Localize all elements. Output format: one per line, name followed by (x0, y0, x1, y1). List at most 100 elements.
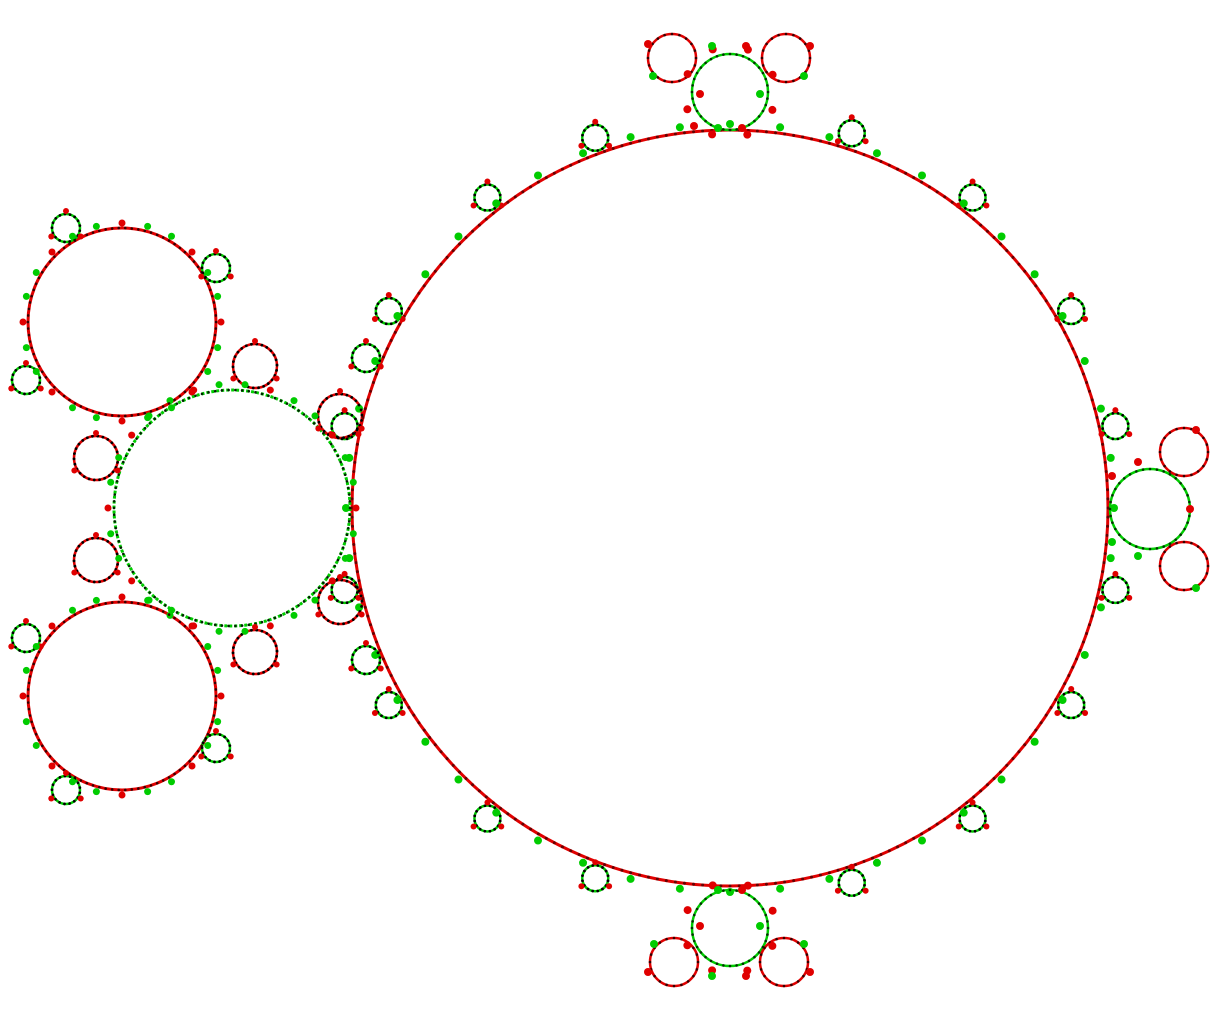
lm-bud-right-top-edge-dot (317, 410, 320, 414)
main-bud-11-edge-dot (586, 866, 590, 869)
bottom-bulb-edge-dot (757, 951, 761, 954)
left-middle-edge-dot (267, 394, 270, 398)
main-circle-edge-dot (464, 776, 468, 780)
left-top-edge-dot (40, 370, 44, 374)
main-bud-9-edge-dot (973, 804, 977, 808)
main-circle-edge-dot (1005, 763, 1009, 767)
main-circle-edge-dot (389, 674, 393, 678)
bottom-bulb-edge-dot (709, 959, 713, 963)
left-middle-edge-dot (117, 473, 121, 477)
lm-bud-right-bottom-knob (358, 611, 365, 618)
main-bud-2-edge-dot (591, 149, 595, 152)
main-bud-8-edge-dot (1072, 690, 1076, 694)
lm-bud-left-top-edge-dot (111, 470, 115, 474)
bottom-bulb-edge-dot (692, 939, 696, 943)
main-circle-edge-dot (1049, 705, 1053, 709)
main-circle-edge-dot (638, 139, 642, 143)
main-bud-8-edge-dot (1062, 714, 1066, 718)
main-bud-10-knob (862, 887, 869, 894)
lm-bud-bottom-knob (252, 624, 258, 630)
bottom-bulb-knob (708, 881, 717, 890)
left-top-edge-dot (214, 327, 218, 330)
lb-bud-right-knob (227, 753, 234, 760)
bottom-bulb-edge-dot (728, 888, 732, 892)
main-circle-edge-dot (912, 836, 916, 840)
left-middle-edge-dot (240, 389, 244, 392)
lt-bud-right-knob (227, 273, 234, 280)
main-circle-edge-dot (552, 841, 556, 845)
main-bud-7-knob (1112, 570, 1119, 577)
main-circle-edge-dot (560, 167, 564, 171)
lm-bud-right-bottom-edge-dot (342, 622, 345, 626)
lm-bud-right-top-knob (337, 388, 343, 394)
lb-bud-bottom-edge-dot (58, 801, 61, 804)
lm-bud-left-bottom-edge-dot (115, 552, 119, 556)
main-bud-12-knob (470, 823, 477, 830)
right-bottom-bud-edge-dot (1182, 540, 1186, 544)
left-middle-edge-dot (326, 437, 329, 440)
lt-dot (188, 248, 196, 256)
main-bud-5-edge-dot (1057, 307, 1060, 310)
main-bud-7-edge-dot (1101, 585, 1105, 589)
lb-bud-bottom-edge-dot (63, 802, 66, 806)
lm-bud-right-bottom-edge-dot (317, 606, 321, 610)
left-middle-edge-dot (139, 432, 142, 435)
main-bud-9-edge-dot (958, 819, 962, 823)
main-circle-edge-dot (1104, 470, 1108, 474)
top-left-bud-edge-dot (693, 64, 697, 67)
lm-bud-bottom-edge-dot (257, 672, 260, 676)
bottom-bulb-dot (800, 940, 808, 948)
left-top-edge-dot (196, 265, 200, 269)
bottom-right-bud-edge-dot (768, 980, 772, 983)
bottom-bulb-dot (644, 968, 652, 976)
lm-bud-right-bottom-knob (315, 611, 322, 618)
main-bud-12-edge-dot (498, 814, 502, 818)
left-top-edge-dot (130, 414, 134, 417)
left-middle-edge-dot (291, 607, 295, 611)
left-top-edge-dot (192, 260, 196, 263)
lb-dot (144, 788, 152, 796)
lm-bud-right-top-edge-dot (359, 408, 363, 412)
main-circle-edge-dot (1105, 479, 1109, 483)
left-top-edge-dot (104, 228, 107, 231)
main-bud-12-edge-dot (483, 829, 487, 833)
main-bud-7-edge-dot (1126, 591, 1130, 594)
main-circle-edge-dot (845, 865, 849, 869)
right-bulb-edge-dot (1122, 477, 1126, 480)
right-top-bud-edge-dot (1205, 458, 1209, 461)
lm-bud-top-edge-dot (260, 343, 264, 347)
lt-dot (22, 292, 30, 300)
right-top-bud-edge-dot (1159, 443, 1163, 446)
main-bud-12-edge-dot (488, 829, 492, 833)
main-circle-edge-dot (361, 416, 365, 420)
main-circle-edge-dot (428, 276, 432, 280)
left-middle-edge-dot (260, 392, 264, 396)
main-bud-0-edge-dot (380, 320, 383, 324)
lm-bud-left-top-edge-dot (110, 441, 114, 445)
main-bud-0-edge-dot (374, 307, 378, 310)
top-bulb-edge-dot (704, 61, 707, 65)
lm-dot (311, 412, 319, 420)
left-bottom-edge-dot (32, 726, 35, 730)
main-bud-0-knob (371, 316, 378, 322)
top-left-bud-edge-dot (656, 37, 660, 40)
main-bud-6-edge-dot (1106, 435, 1110, 439)
right-top-bud-edge-dot (1175, 427, 1178, 431)
main-green-dot (872, 858, 881, 867)
right-bottom-bud-edge-dot (1206, 564, 1210, 568)
bottom-bulb-knob (683, 906, 692, 915)
lm-bud-right-bottom-edge-dot (325, 583, 329, 586)
left-middle-edge-dot (158, 413, 162, 416)
bottom-left-bud-edge-dot (695, 968, 699, 971)
main-bud-0-edge-dot (400, 307, 403, 310)
left-bottom-edge-dot (183, 624, 187, 628)
right-top-bud-edge-dot (1168, 470, 1172, 473)
main-circle-edge-dot (1106, 515, 1110, 519)
main-green-dot (492, 808, 501, 817)
left-top-edge-dot (117, 414, 121, 418)
left-middle-edge-dot (343, 473, 347, 477)
lt-bud-right-edge-dot (228, 269, 232, 273)
left-bottom-edge-dot (192, 634, 196, 637)
main-bud-3-edge-dot (863, 129, 866, 133)
